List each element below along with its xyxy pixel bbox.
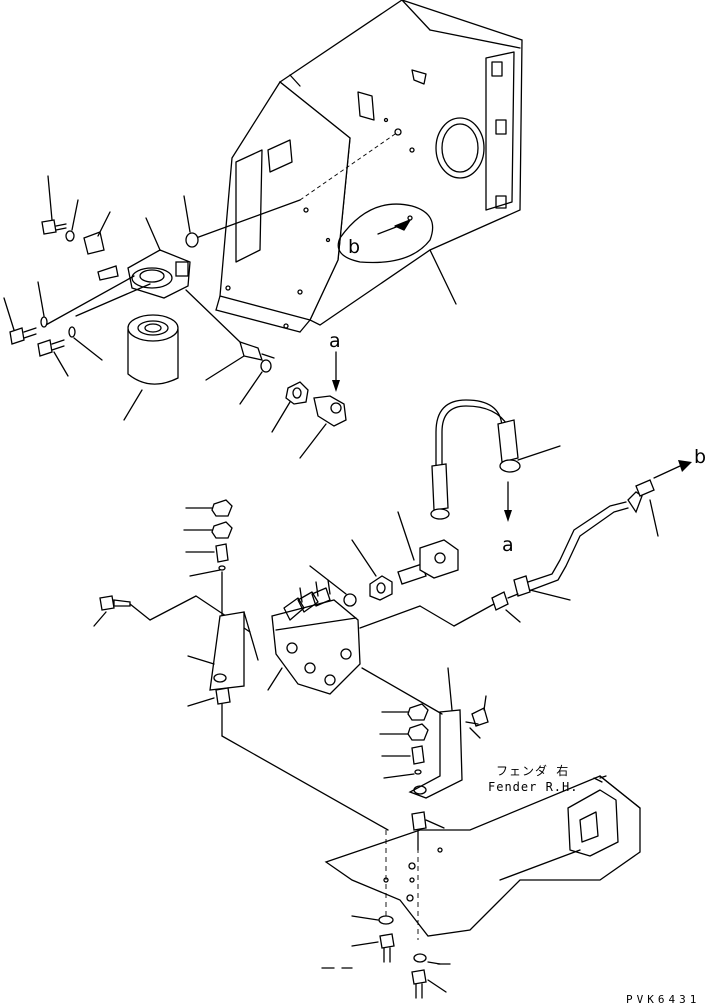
label-a-top: a bbox=[329, 330, 341, 352]
fender-rh bbox=[321, 775, 641, 999]
label-a-mid: a bbox=[502, 534, 514, 556]
case-housing bbox=[215, 0, 523, 333]
fender-label-en: Fender R.H. bbox=[488, 780, 579, 794]
hose-assembly bbox=[419, 399, 692, 627]
filter-head-group bbox=[3, 175, 347, 459]
fender-label-jp: フェンダ 右 bbox=[496, 764, 570, 778]
valve-group bbox=[93, 499, 489, 831]
label-b-inner: b bbox=[348, 236, 361, 258]
label-b-right: b bbox=[694, 446, 707, 468]
drawing-code: PVK6431 bbox=[626, 993, 701, 1006]
